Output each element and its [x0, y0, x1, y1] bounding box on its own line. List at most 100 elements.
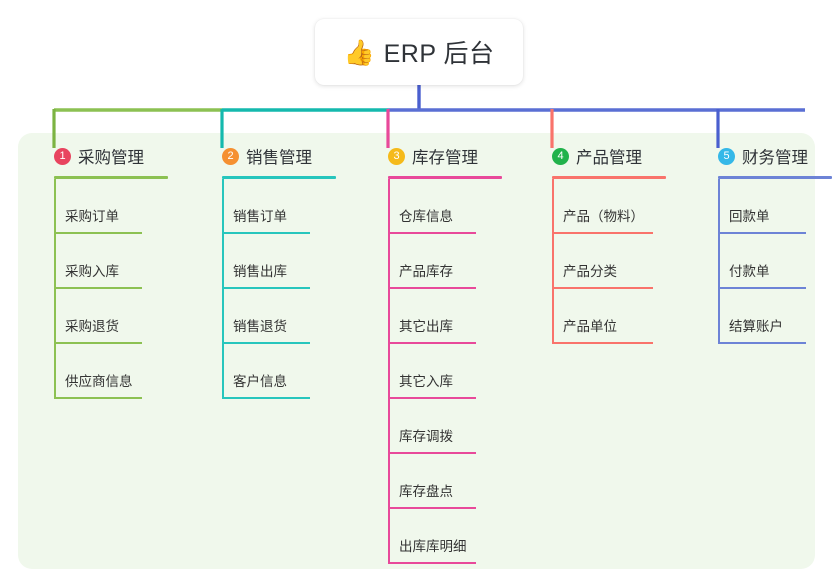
column-2: 2 销售管理销售订单销售出库销售退货客户信息 [200, 143, 336, 399]
leaf-item-label: 出库库明细 [399, 539, 467, 554]
leaf-item-underline [388, 342, 476, 344]
leaf-item-underline [388, 562, 476, 564]
leaf-item[interactable]: 供应商信息 [32, 344, 168, 399]
column-items: 产品（物料） 产品分类产品单位 [530, 179, 666, 344]
leaf-item-underline [718, 232, 806, 234]
leaf-item-underline [552, 232, 653, 234]
column-header-2[interactable]: 2 销售管理 [200, 143, 336, 169]
leaf-item-underline [54, 287, 142, 289]
column-items: 销售订单销售出库销售退货客户信息 [200, 179, 336, 399]
leaf-item-underline [718, 342, 806, 344]
leaf-item-label: 库存盘点 [399, 484, 453, 499]
column-4: 4 产品管理产品（物料） 产品分类产品单位 [530, 143, 666, 344]
root-node-erp-backend[interactable]: 👍 ERP 后台 [315, 19, 523, 85]
number-badge-icon: 4 [552, 147, 569, 165]
column-spine [222, 179, 224, 399]
column-header-underline [718, 176, 832, 179]
leaf-item-label: 客户信息 [233, 374, 287, 389]
column-header-1[interactable]: 1 采购管理 [32, 143, 168, 169]
leaf-item-label: 产品库存 [399, 264, 453, 279]
leaf-item-label: 产品分类 [563, 264, 617, 279]
leaf-item[interactable]: 出库库明细 [366, 509, 502, 564]
leaf-item[interactable]: 采购退货 [32, 289, 168, 344]
number-badge-icon: 2 [222, 147, 239, 165]
column-title: 产品管理 [576, 149, 642, 167]
leaf-item-underline [54, 397, 142, 399]
leaf-item[interactable]: 产品单位 [530, 289, 666, 344]
column-5: 5 财务管理回款单付款单结算账户 [696, 143, 832, 344]
column-header-4[interactable]: 4 产品管理 [530, 143, 666, 169]
column-header-5[interactable]: 5 财务管理 [696, 143, 832, 169]
leaf-item-underline [718, 287, 806, 289]
leaf-item[interactable]: 采购订单 [32, 179, 168, 234]
leaf-item-underline [388, 287, 476, 289]
leaf-item-underline [388, 397, 476, 399]
column-spine [54, 179, 56, 399]
column-title: 库存管理 [412, 149, 478, 167]
leaf-item-label: 供应商信息 [65, 374, 133, 389]
column-spine [718, 179, 720, 344]
leaf-item-label: 销售出库 [233, 264, 287, 279]
leaf-item[interactable]: 销售退货 [200, 289, 336, 344]
column-header-underline [552, 176, 666, 179]
leaf-item-label: 其它出库 [399, 319, 453, 334]
leaf-item[interactable]: 回款单 [696, 179, 832, 234]
leaf-item-underline [54, 232, 142, 234]
column-items: 采购订单采购入库采购退货供应商信息 [32, 179, 168, 399]
leaf-item-label: 销售退货 [233, 319, 287, 334]
leaf-item[interactable]: 付款单 [696, 234, 832, 289]
column-spine [552, 179, 554, 344]
leaf-item[interactable]: 产品分类 [530, 234, 666, 289]
leaf-item-underline [222, 287, 310, 289]
leaf-item[interactable]: 仓库信息 [366, 179, 502, 234]
diagram-panel [18, 133, 815, 569]
leaf-item-label: 仓库信息 [399, 209, 453, 224]
leaf-item[interactable]: 库存调拨 [366, 399, 502, 454]
leaf-item-underline [222, 397, 310, 399]
leaf-item[interactable]: 其它出库 [366, 289, 502, 344]
leaf-item[interactable]: 销售订单 [200, 179, 336, 234]
column-3: 3 库存管理仓库信息产品库存其它出库其它入库库存调拨库存盘点出库库明细 [366, 143, 502, 564]
leaf-item-underline [222, 232, 310, 234]
thumbs-up-icon: 👍 [343, 37, 375, 67]
column-title: 采购管理 [78, 149, 144, 167]
leaf-item-label: 库存调拨 [399, 429, 453, 444]
leaf-item-underline [388, 507, 476, 509]
root-node-title: ERP 后台 [383, 40, 495, 68]
column-header-underline [222, 176, 336, 179]
leaf-item-label: 销售订单 [233, 209, 287, 224]
column-1: 1 采购管理采购订单采购入库采购退货供应商信息 [32, 143, 168, 399]
leaf-item-label: 采购订单 [65, 209, 119, 224]
leaf-item[interactable]: 其它入库 [366, 344, 502, 399]
leaf-item-label: 产品单位 [563, 319, 617, 334]
leaf-item-underline [54, 342, 142, 344]
leaf-item-label: 回款单 [729, 209, 770, 224]
leaf-item[interactable]: 采购入库 [32, 234, 168, 289]
column-items: 回款单付款单结算账户 [696, 179, 832, 344]
leaf-item-underline [552, 342, 653, 344]
column-header-underline [54, 176, 168, 179]
leaf-item-label: 采购退货 [65, 319, 119, 334]
leaf-item-underline [552, 287, 653, 289]
leaf-item-label: 其它入库 [399, 374, 453, 389]
column-title: 销售管理 [246, 149, 312, 167]
leaf-item[interactable]: 结算账户 [696, 289, 832, 344]
leaf-item[interactable]: 库存盘点 [366, 454, 502, 509]
number-badge-icon: 5 [718, 147, 735, 165]
leaf-item-underline [388, 232, 476, 234]
leaf-item[interactable]: 产品库存 [366, 234, 502, 289]
column-header-3[interactable]: 3 库存管理 [366, 143, 502, 169]
leaf-item[interactable]: 销售出库 [200, 234, 336, 289]
leaf-item-label: 产品（物料） [563, 209, 644, 224]
leaf-item[interactable]: 产品（物料） [530, 179, 666, 234]
column-title: 财务管理 [742, 149, 808, 167]
number-badge-icon: 3 [388, 147, 405, 165]
column-spine [388, 179, 390, 564]
leaf-item-label: 结算账户 [729, 319, 783, 334]
column-items: 仓库信息产品库存其它出库其它入库库存调拨库存盘点出库库明细 [366, 179, 502, 564]
leaf-item[interactable]: 客户信息 [200, 344, 336, 399]
number-badge-icon: 1 [54, 147, 71, 165]
leaf-item-underline [222, 342, 310, 344]
leaf-item-underline [388, 452, 476, 454]
